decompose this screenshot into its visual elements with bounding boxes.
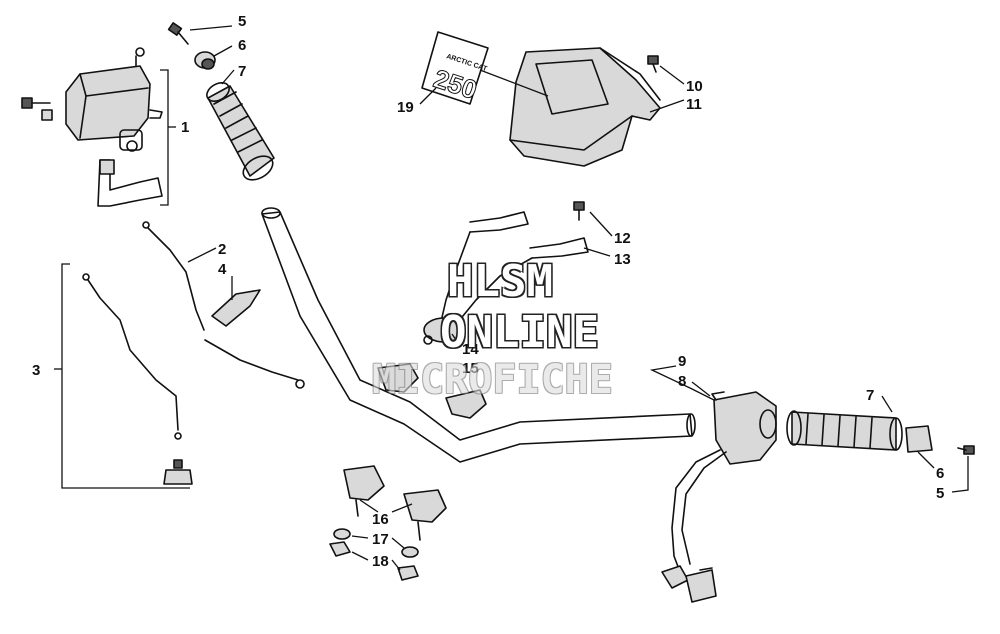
switch-housing (711, 391, 777, 465)
callout-5-top: 5 (238, 13, 246, 30)
leader-10 (659, 65, 685, 85)
grip-7-right (786, 410, 903, 451)
bracket-1 (160, 69, 169, 206)
leader-16b (391, 503, 413, 513)
leader-5a (189, 25, 233, 31)
callout-16: 16 (372, 511, 389, 528)
callout-19: 19 (397, 99, 414, 116)
callout-14: 14 (462, 341, 479, 358)
leader-13 (583, 247, 611, 257)
leader-19 (419, 87, 437, 105)
callout-6-right: 6 (936, 465, 944, 482)
cable-3 (82, 273, 182, 440)
leader-7b (881, 395, 893, 413)
leader-7a (221, 69, 235, 85)
callout-7-left: 7 (238, 63, 246, 80)
throttle-housing (65, 47, 163, 207)
leader-16a (359, 499, 379, 513)
callout-7-right: 7 (866, 387, 874, 404)
callout-8: 8 (678, 373, 686, 390)
housing-screw-left (21, 97, 53, 121)
callout-9: 9 (678, 353, 686, 370)
callout-10: 10 (686, 78, 703, 95)
end-cap-6-top (194, 51, 216, 70)
callout-4: 4 (218, 261, 227, 278)
handlebar (261, 207, 696, 463)
bolt-5-right (957, 445, 975, 455)
leader-18b (391, 559, 401, 571)
decal-model-text: 250 (430, 63, 481, 105)
washer-17 (333, 528, 419, 558)
callout-13: 13 (614, 251, 631, 268)
wire-harness-switch (661, 449, 727, 603)
leader-8 (691, 381, 711, 397)
leader-6b (917, 451, 935, 469)
leader-17b (391, 537, 405, 549)
screw-10 (647, 55, 659, 73)
leader-14 (451, 333, 461, 347)
end-cap-6-right (905, 425, 933, 453)
cable-clip-4 (211, 289, 261, 327)
grip-7-left (206, 82, 275, 181)
decal-19: ARCTIC CAT 250 (421, 31, 489, 106)
callout-3: 3 (32, 362, 40, 379)
clamp-15 (377, 363, 487, 419)
adjuster-knob (163, 459, 193, 485)
leader-12 (589, 211, 613, 237)
callout-18: 18 (372, 553, 389, 570)
cable-2 (142, 221, 305, 389)
callout-6-top: 6 (238, 37, 246, 54)
leader-5b (951, 456, 969, 493)
instrument-cover (509, 47, 661, 167)
callout-17: 17 (372, 531, 389, 548)
bolt-12 (573, 201, 585, 221)
leader-9 (649, 365, 715, 401)
nut-18 (329, 541, 419, 581)
leader-2 (187, 247, 217, 263)
leader-17a (351, 535, 369, 539)
leader-11 (649, 99, 685, 113)
callout-5-right: 5 (936, 485, 944, 502)
callout-1: 1 (181, 119, 189, 136)
callout-11: 11 (686, 96, 702, 113)
leader-18a (351, 551, 369, 561)
bracket-3 (61, 263, 190, 489)
wire-harness-bracket (423, 211, 589, 345)
riser-16 (343, 465, 447, 541)
leader-19b (479, 69, 549, 97)
callout-2: 2 (218, 241, 226, 258)
callout-12: 12 (614, 230, 631, 247)
leader-6a (213, 45, 233, 57)
callout-15: 15 (462, 360, 479, 377)
bolt-5-top (167, 22, 189, 45)
